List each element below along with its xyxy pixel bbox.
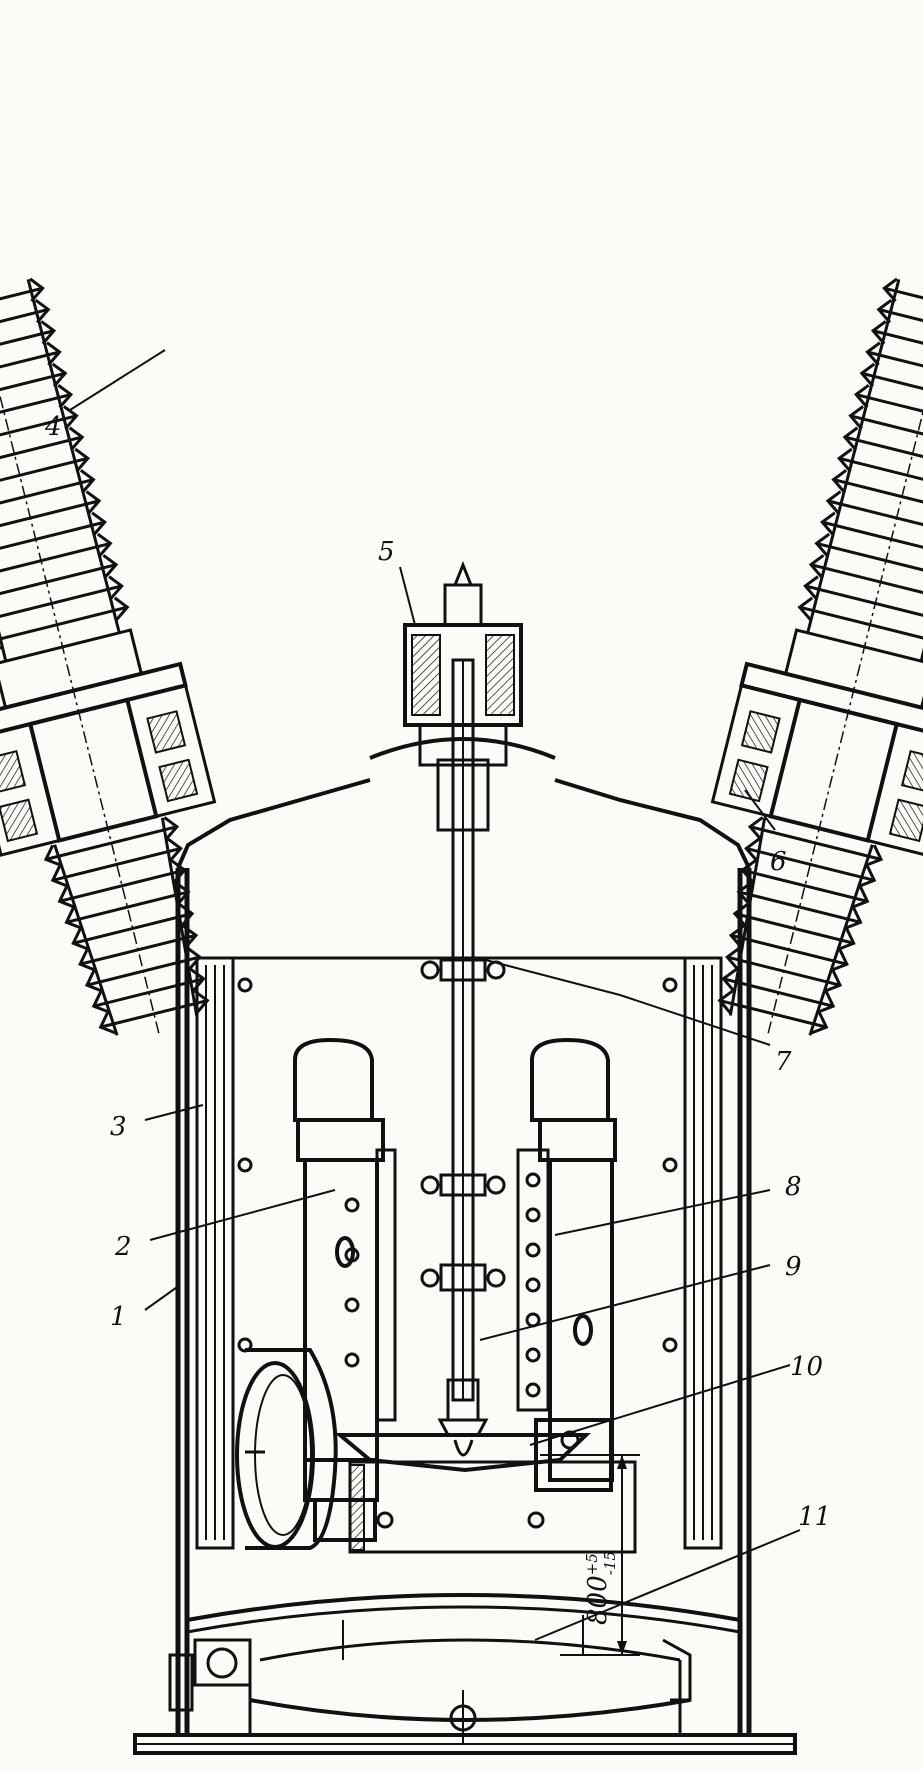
callout-10: 10	[790, 1352, 823, 1382]
callout-labels: 1 2 3 4 5 6 7 8 9 10 11	[44, 412, 831, 1532]
left-bushing	[0, 84, 217, 1036]
tank-body	[133, 737, 797, 1755]
callout-6: 6	[770, 847, 787, 877]
right-bushing	[710, 84, 923, 1036]
callout-9: 9	[785, 1252, 802, 1282]
right-arc-chamber	[516, 1037, 617, 1492]
dimension-label: 800+5-15	[583, 1551, 619, 1625]
dimension-800: 800+5-15	[540, 1454, 640, 1656]
contact-bridge	[334, 1433, 637, 1554]
drive-rod	[420, 658, 506, 1437]
callout-3: 3	[110, 1112, 127, 1142]
insulating-screens	[195, 956, 723, 1550]
callout-5: 5	[378, 537, 395, 567]
callout-1: 1	[110, 1302, 127, 1332]
callout-8: 8	[785, 1172, 802, 1202]
drive-mechanism	[403, 560, 523, 767]
callout-4: 4	[44, 412, 62, 442]
left-arc-chamber	[293, 1037, 397, 1542]
callout-7: 7	[775, 1047, 792, 1077]
leader-lines	[69, 349, 801, 1641]
callout-11: 11	[798, 1502, 831, 1532]
heater-device	[235, 1348, 338, 1550]
callout-2: 2	[114, 1232, 132, 1262]
